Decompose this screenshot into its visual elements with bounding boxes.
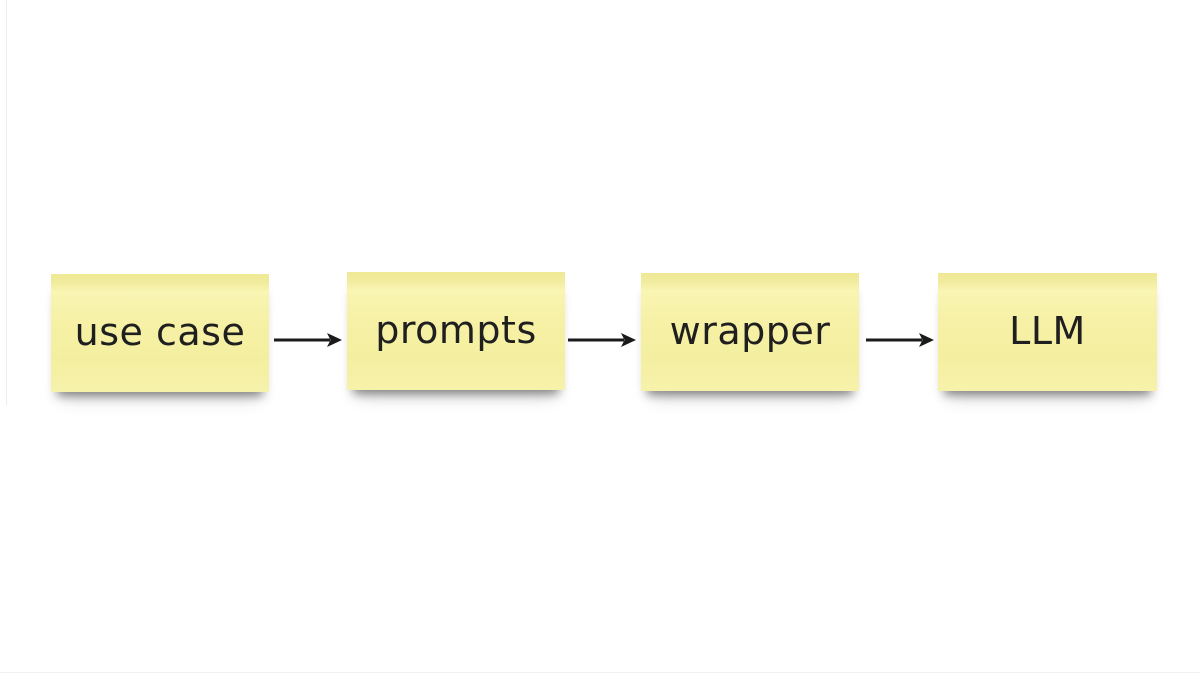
right-arrow-icon bbox=[866, 333, 934, 347]
left-edge-line bbox=[6, 0, 7, 405]
right-arrow-icon bbox=[568, 333, 636, 347]
note-label: use case bbox=[74, 310, 246, 354]
note-label: wrapper bbox=[669, 309, 831, 353]
sticky-note-prompts: prompts bbox=[347, 272, 565, 390]
sticky-note-use-case: use case bbox=[51, 274, 269, 392]
right-arrow-icon bbox=[274, 333, 342, 347]
note-label: LLM bbox=[1009, 309, 1086, 353]
bottom-edge-line bbox=[0, 672, 1200, 673]
note-label: prompts bbox=[375, 308, 537, 352]
sticky-note-llm: LLM bbox=[938, 273, 1157, 391]
sticky-note-wrapper: wrapper bbox=[641, 273, 859, 391]
